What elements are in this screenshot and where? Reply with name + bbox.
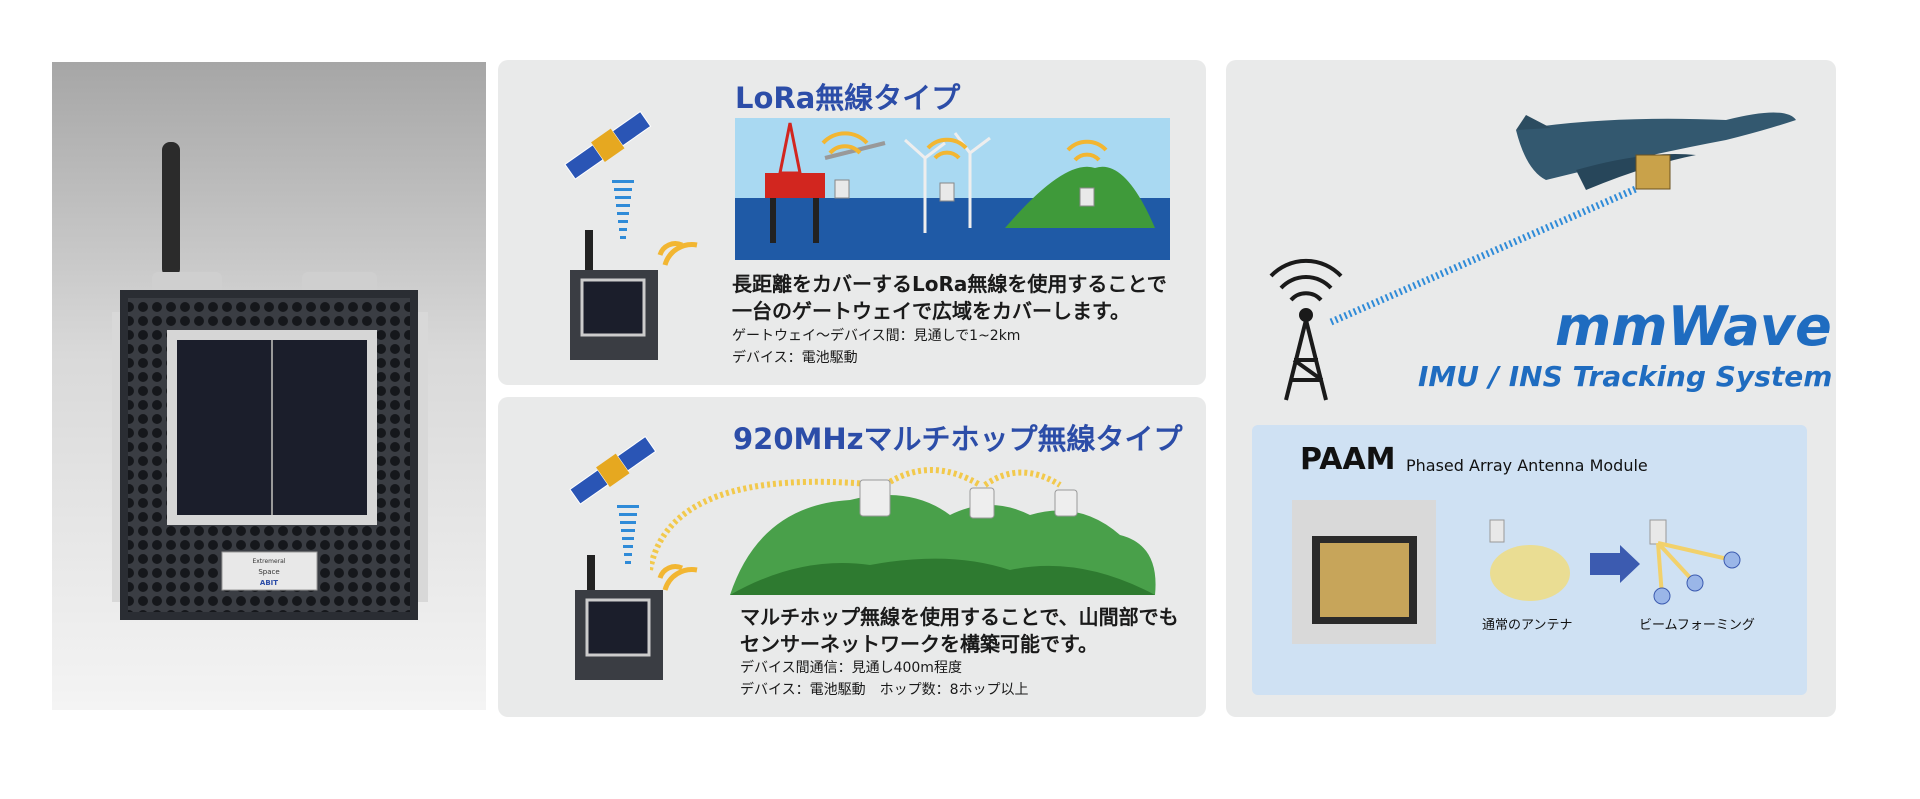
lora-title: LoRa無線タイプ [735,81,961,115]
beamforming-icon [1649,519,1741,605]
lora-spec-power: デバイス：電池駆動 [732,350,858,366]
lora-scene-illustration [735,118,1170,260]
mmwave-illustration [1269,112,1796,401]
paam-title: PAAM [1300,442,1396,477]
gateway-device-image: Extremeral Space ABIT [112,142,428,620]
mmwave-title: mmWave [1555,295,1832,358]
mmwave-subtitle: IMU / INS Tracking System [1418,360,1833,393]
label-beamforming: ビームフォーミング [1639,618,1755,633]
lora-description: 長距離をカバーするLoRa無線を使用することで 一台のゲートウェイで広域をカバー… [732,271,1167,325]
plate-model: Space [258,568,279,576]
multihop-description: マルチホップ無線を使用することで、山間部でも センサーネットワークを構築可能です… [740,604,1179,658]
lora-desc-line1: 長距離をカバーするLoRa無線を使用することで [732,272,1167,296]
wifi-icon [657,564,698,591]
satellite-icon [569,435,657,505]
arrow-right-icon [1590,545,1640,583]
wifi-icon [657,241,698,266]
label-normal-antenna: 通常のアンテナ [1482,618,1573,633]
wind-turbine-icon [903,132,991,233]
satellite-icon [564,110,652,180]
lora-specs: ゲートウェイ〜デバイス間：見通しで1~2km デバイス：電池駆動 [732,325,1020,369]
signal-bars-icon [612,180,634,239]
signal-bars-icon [617,505,639,564]
drone-icon [1516,112,1796,190]
lora-desc-line2: 一台のゲートウェイで広域をカバーします。 [732,299,1130,323]
plate-logo: ABIT [260,579,278,587]
multihop-spec-power: デバイス：電池駆動 ホップ数：8ホップ以上 [740,682,1029,698]
lora-spec-range: ゲートウェイ〜デバイス間：見通しで1~2km [732,328,1021,344]
plate-brand: Extremeral [252,558,285,565]
sensor-node-icon [859,479,891,517]
multihop-title: 920MHzマルチホップ無線タイプ [733,422,1183,456]
multihop-specs: デバイス間通信：見通し400m程度 デバイス：電池駆動 ホップ数：8ホップ以上 [740,657,1029,701]
paam-subtitle: Phased Array Antenna Module [1406,456,1648,475]
multihop-desc-line2: センサーネットワークを構築可能です。 [740,632,1098,656]
product-photo: Extremeral Space ABIT [52,62,486,710]
lora-satellite-device-illustration [564,110,698,360]
device-icon [575,555,663,680]
multihop-satellite-device-illustration [569,435,698,680]
sensor-node-icon [969,487,995,519]
device-icon [570,230,658,360]
sensor-node-icon [1054,489,1078,517]
antenna-tower-icon [1269,258,1343,401]
multihop-mountains-illustration [650,467,1156,595]
multihop-desc-line1: マルチホップ無線を使用することで、山間部でも [740,605,1179,629]
multihop-spec-range: デバイス間通信：見通し400m程度 [740,660,962,676]
paam-illustration [1292,500,1741,644]
normal-antenna-icon [1489,519,1570,601]
